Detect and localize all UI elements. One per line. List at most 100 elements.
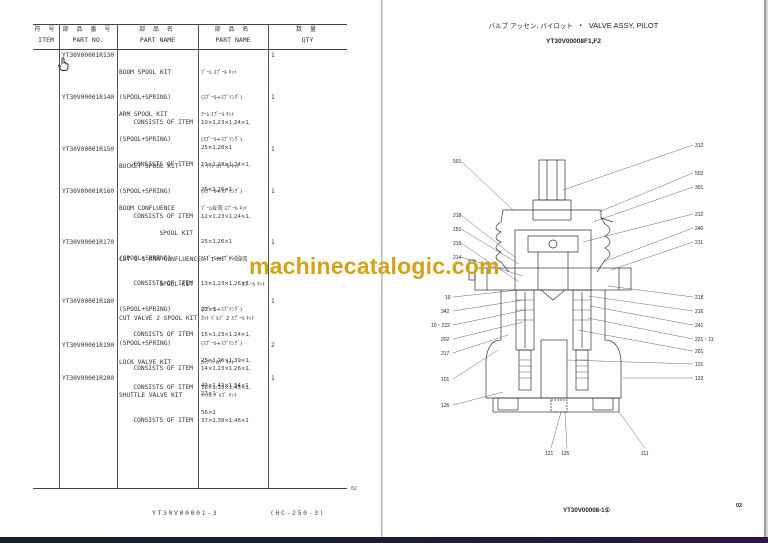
- quantity: 1: [271, 298, 275, 305]
- svg-text:342: 342: [441, 309, 450, 315]
- jp-line: (ｽﾌﾟｰﾙ+ｽﾌﾟﾘﾝｸﾞ): [201, 307, 243, 314]
- footer-ref: (HC-250-3): [270, 509, 326, 517]
- part-name: LOCK VALVE KIT CONSISTS OF ITEM: [119, 342, 195, 409]
- callout-labels: 501 218 151 215 214 10 342 10・222 202 21…: [431, 143, 714, 457]
- jp-line: 40×1,42×1,54×1: [201, 382, 249, 389]
- part-name-line: (SPOOL+SPRING): [119, 340, 172, 348]
- svg-text:215: 215: [453, 241, 462, 247]
- part-name: BUCKET SPOOL KIT (SPOOL+SPRING) CONSISTS…: [119, 146, 195, 238]
- jp-line: 10×1,23×1,24×1,: [201, 120, 251, 127]
- part-name-line: (SPOOL+SPRING): [119, 188, 172, 196]
- part-number[interactable]: YT30V00001R150: [62, 146, 115, 153]
- svg-text:202: 202: [441, 337, 450, 343]
- part-name-line: (SPOOL+SPRING): [119, 255, 172, 263]
- svg-text:312: 312: [695, 143, 704, 149]
- left-page: 符 号 ITEM 部 品 番 号 PART NO. 部 品 名 PART NAM…: [0, 0, 382, 537]
- svg-text:151: 151: [453, 227, 462, 233]
- part-name: CUT VALVE 2 SPOOL KIT (SPOOL+SPRING) CON…: [119, 298, 198, 390]
- consists-label: CONSISTS OF ITEM: [133, 417, 193, 425]
- jp-line: (ｽﾌﾟｰﾙ+ｽﾌﾟﾘﾝｸﾞ): [201, 256, 243, 263]
- svg-text:218: 218: [695, 295, 704, 301]
- svg-text:121: 121: [545, 451, 554, 457]
- jp-line: ﾌﾞｰﾑ合流 ｽﾌﾟｰﾙ ｷｯﾄ: [201, 205, 248, 212]
- diagram-title: バルブ アッセン, パイロット ・ VALVE ASSY, PILOT: [383, 20, 764, 31]
- part-name: CUT 1 & ARM CONFLUENCE SPOOL KIT (SPOOL+…: [119, 239, 201, 357]
- watermark: machinecatalogic.com: [249, 253, 500, 279]
- header-part-name-jp-label: 部 品 名: [139, 26, 176, 33]
- svg-text:301: 301: [695, 185, 704, 191]
- footer-code: YT30V00001-3: [152, 509, 219, 517]
- parts-table: 符 号 ITEM 部 品 番 号 PART NO. 部 品 名 PART NAM…: [33, 24, 347, 489]
- part-name: BOOM SPOOL KIT (SPOOL+SPRING) CONSISTS O…: [119, 52, 195, 144]
- part-name-line: CUT 1 & ARM CONFLUENCE: [119, 255, 201, 263]
- jp-line: 25×1,26×1: [201, 145, 233, 152]
- jp-line: 14×1,23×1,26×1,: [201, 366, 251, 373]
- svg-text:212: 212: [695, 212, 704, 218]
- svg-text:502: 502: [695, 171, 704, 177]
- part-number[interactable]: YT30V00001R160: [62, 188, 115, 195]
- header-part-name-en2-label: PART NAME: [215, 36, 251, 44]
- jp-line: 11×1,23×1,24×1,: [201, 162, 251, 169]
- part-name-line: CUT VALVE 2 SPOOL KIT: [119, 314, 198, 322]
- part-number[interactable]: YT30V00001R180: [62, 298, 115, 305]
- part-name: SHUTTLE VALVE KIT CONSISTS OF ITEM: [119, 375, 195, 442]
- part-number[interactable]: YT30V00001R130: [62, 52, 115, 59]
- table-header-rule: [33, 49, 347, 50]
- part-name-line: SPOOL KIT: [129, 230, 193, 238]
- jp-line: 12×1,23×1,24×1,: [201, 214, 251, 221]
- svg-text:101: 101: [441, 377, 450, 383]
- part-name-line: SHUTTLE VALVE KIT: [119, 391, 183, 399]
- part-number[interactable]: YT30V00001R170: [62, 239, 115, 246]
- jp-line: (ｽﾌﾟｰﾙ+ｽﾌﾟﾘﾝｸﾞ): [201, 137, 243, 144]
- table-top-rule: [33, 24, 347, 25]
- page-number: 02: [736, 503, 743, 509]
- consists-label: CONSISTS OF ITEM: [133, 161, 193, 169]
- svg-text:216: 216: [695, 309, 704, 315]
- jp-line: ﾌﾞｰﾑ ｽﾌﾟｰﾙ ｷｯﾄ: [201, 69, 237, 76]
- title-en: VALVE ASSY, PILOT: [588, 21, 659, 30]
- jp-line: (ｽﾌﾟｰﾙ+ｽﾌﾟﾘﾝｸﾞ): [201, 95, 243, 102]
- part-name: ARM SPOOL KIT (SPOOL+SPRING) CONSISTS OF…: [119, 94, 195, 186]
- svg-text:241: 241: [695, 323, 704, 329]
- part-name-line: LOCK VALVE KIT: [119, 358, 172, 366]
- jp-line: ﾛｯｸ ﾊﾞﾙﾌﾞ ｷｯﾄ: [201, 359, 235, 366]
- jp-line: 27×1: [201, 391, 216, 398]
- header-qty-jp: 数 量: [296, 26, 319, 33]
- consists-label: CONSISTS OF ITEM: [133, 213, 193, 221]
- part-number[interactable]: YT30V00001R140: [62, 94, 115, 101]
- jp-line: [201, 230, 265, 238]
- header-item-en: ITEM: [38, 36, 54, 44]
- header-item: 符 号 ITEM: [33, 25, 59, 49]
- svg-text:221・11: 221・11: [695, 337, 714, 343]
- quantity: 1: [271, 188, 275, 195]
- part-name-jp: ﾊﾞｹｯﾄ ｽﾌﾟｰﾙ ｷｯﾄ (ｽﾌﾟｰﾙ+ｽﾌﾟﾘﾝｸﾞ) 12×1,23×…: [201, 146, 265, 264]
- svg-text:201: 201: [695, 349, 704, 355]
- valve-assembly-diagram: 501 218 151 215 214 10 342 10・222 202 21…: [431, 143, 714, 457]
- svg-text:111: 111: [641, 451, 649, 457]
- part-name-jp: ﾌﾞｰﾑ合流 ｽﾌﾟｰﾙ ｷｯﾄ (ｽﾌﾟｰﾙ+ｽﾌﾟﾘﾝｸﾞ) 13×1,23…: [201, 188, 265, 331]
- jp-line: (ｽﾌﾟｰﾙ+ｽﾌﾟﾘﾝｸﾞ): [201, 341, 243, 348]
- header-part-no-en: PART NO.: [72, 36, 104, 44]
- part-name-jp: ｶｯﾄ ﾊﾞﾙﾌﾞ 2 ｽﾌﾟｰﾙ ｷｯﾄ (ｽﾌﾟｰﾙ+ｽﾌﾟﾘﾝｸﾞ) 14…: [201, 298, 265, 416]
- svg-text:125: 125: [561, 451, 570, 457]
- col-divider: [117, 24, 118, 488]
- diagram-code: YT30V00008-1①: [563, 507, 611, 514]
- svg-text:126: 126: [441, 403, 450, 409]
- svg-text:122: 122: [695, 376, 704, 382]
- part-name-line: SPOOL KIT: [129, 281, 193, 289]
- jp-line: ｽﾌﾟｰﾙ ｷｯﾄ: [229, 282, 265, 289]
- header-item-jp: 符 号: [34, 26, 58, 33]
- part-name-line: BOOM CONFLUENCE: [119, 204, 175, 212]
- jp-line: ｶｯﾄ 1 ｵﾖﾋﾞ ｱｰﾑ合流: [201, 256, 248, 263]
- part-name-line: BOOM SPOOL KIT: [119, 68, 172, 76]
- part-name-line: (SPOOL+SPRING): [119, 94, 172, 102]
- title-jp: バルブ アッセン, パイロット: [488, 22, 573, 30]
- diagram-subtitle: YT30V00008F1,F2: [546, 38, 601, 45]
- part-name-line: (SPOOL+SPRING): [119, 306, 172, 314]
- quantity: 1: [271, 375, 275, 382]
- svg-text:131: 131: [695, 362, 704, 368]
- part-name-jp: ｱｰﾑ ｽﾌﾟｰﾙ ｷｯﾄ (ｽﾌﾟｰﾙ+ｽﾌﾟﾘﾝｸﾞ) 11×1,23×1,…: [201, 94, 265, 212]
- part-number[interactable]: YT30V00001R190: [62, 342, 115, 349]
- part-name-line: ARM SPOOL KIT: [119, 110, 168, 118]
- part-number[interactable]: YT30V00001R200: [62, 375, 115, 382]
